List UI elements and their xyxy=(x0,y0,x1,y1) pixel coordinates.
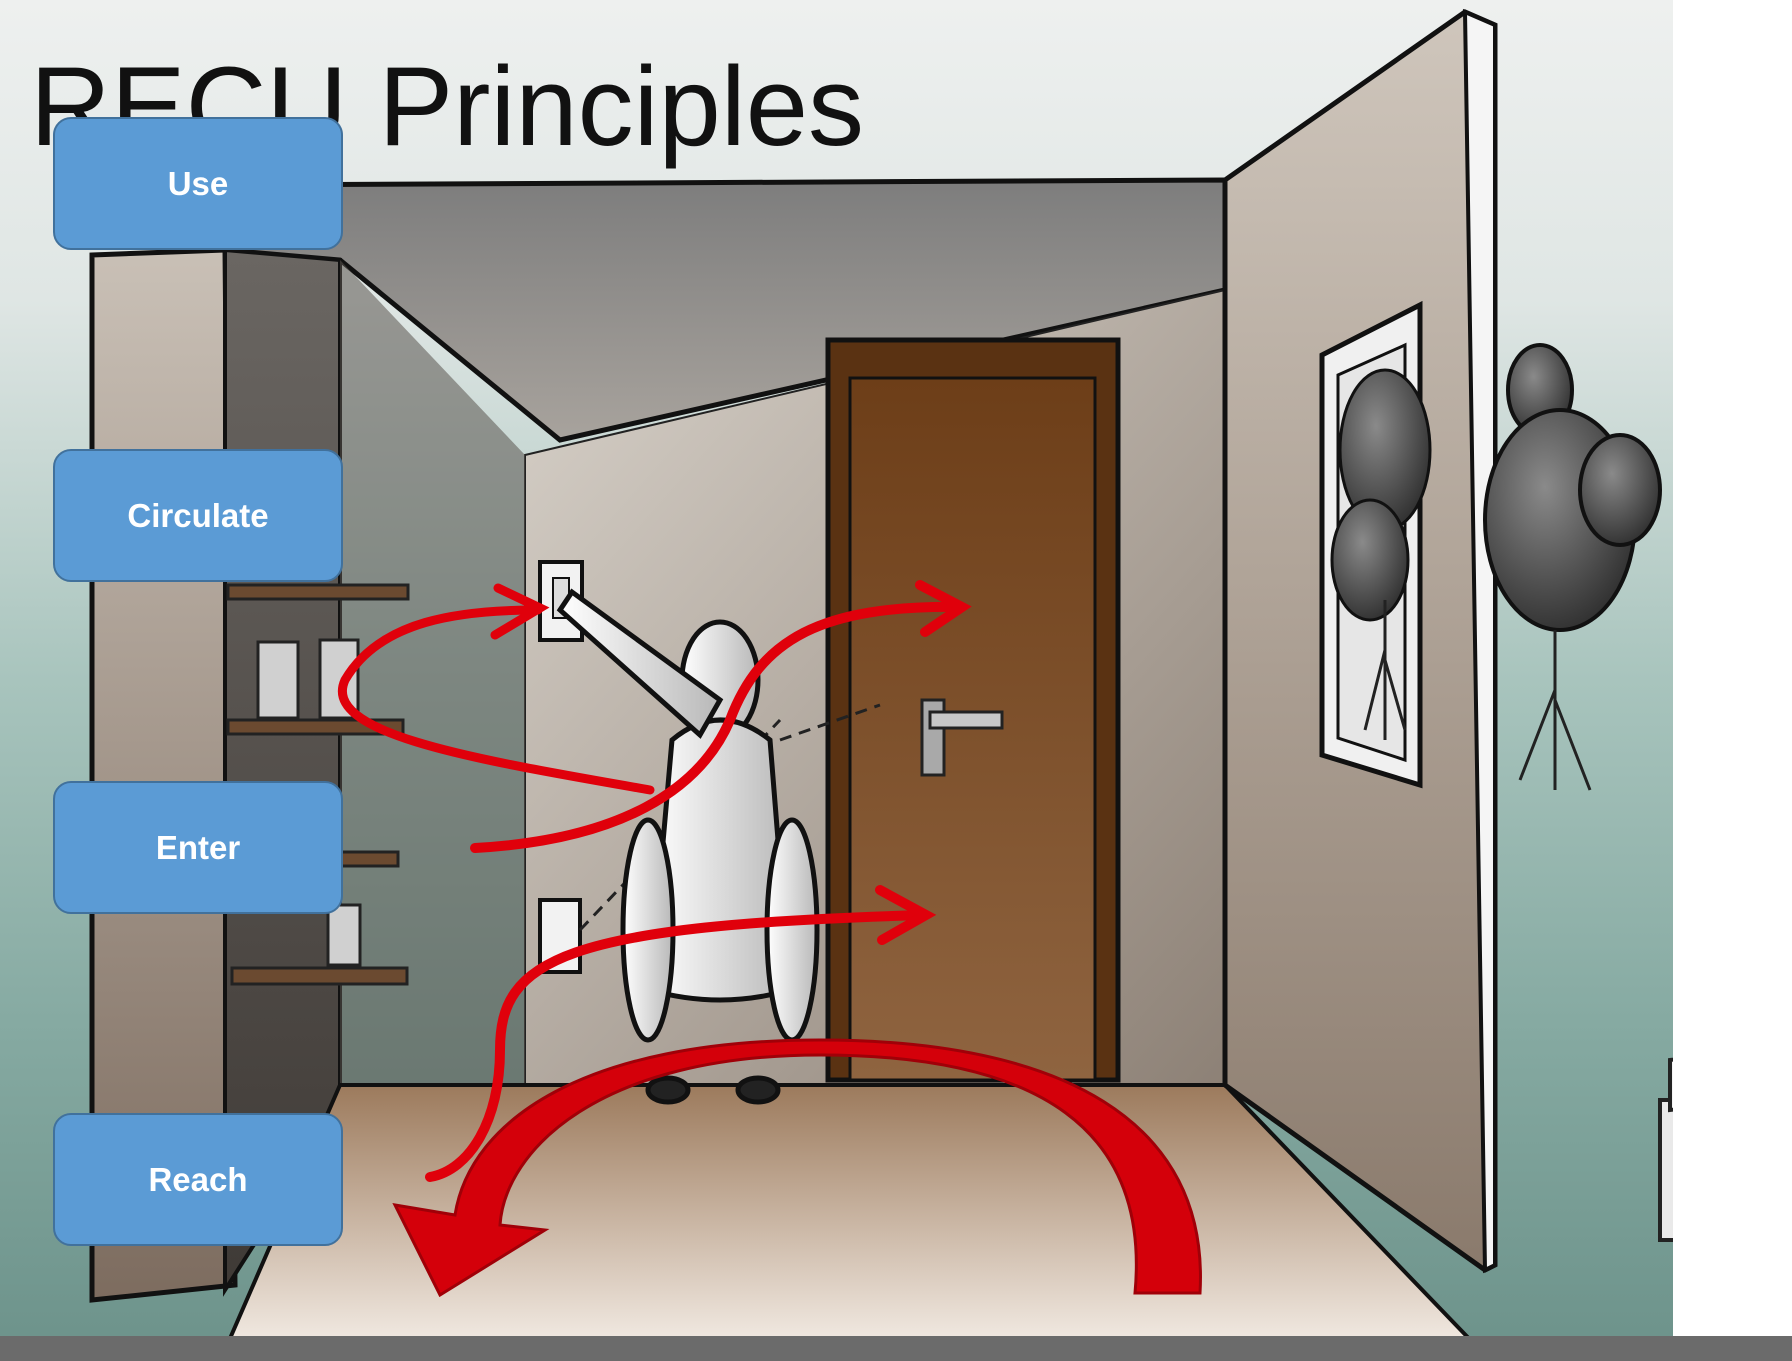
enter-button[interactable]: Enter xyxy=(53,781,343,914)
stairs xyxy=(1658,1057,1673,1242)
circulation-arrows xyxy=(338,580,972,1182)
footer-bar xyxy=(0,1336,1792,1361)
room-illustration xyxy=(89,8,1673,1352)
tree xyxy=(1483,343,1662,791)
circulate-button[interactable]: Circulate xyxy=(53,449,343,582)
slide-background: RECU Principles Use Circulate Enter Reac… xyxy=(0,0,1673,1361)
reach-button[interactable]: Reach xyxy=(53,1113,343,1246)
use-button[interactable]: Use xyxy=(53,117,343,250)
reach-arrow xyxy=(392,1038,1202,1298)
